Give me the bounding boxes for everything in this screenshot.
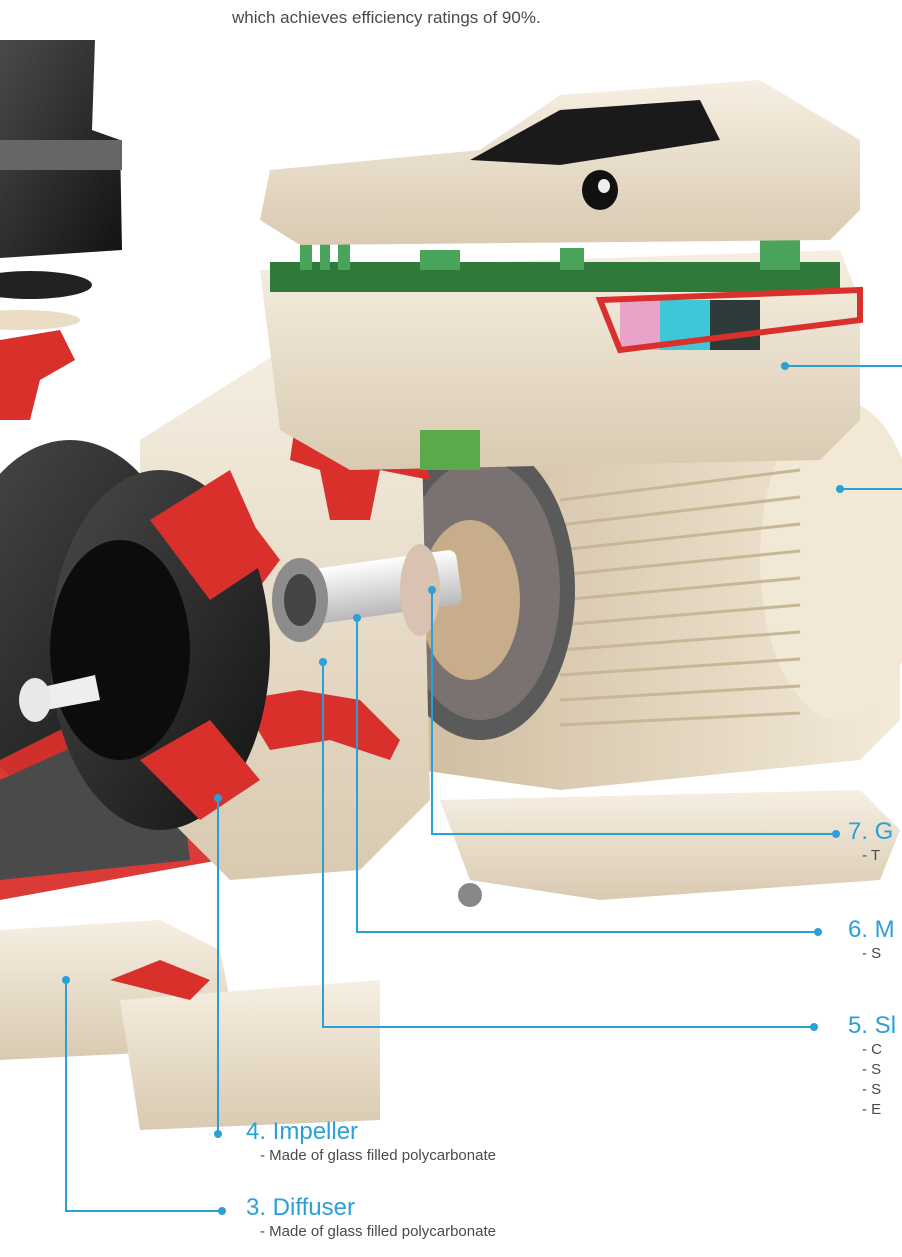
callout-7-note: - T [862, 847, 881, 864]
callout-7: 7. G - T [848, 818, 893, 866]
leader-dots [62, 362, 844, 1215]
callout-4: 4. Impeller - Made of glass filled polyc… [246, 1118, 496, 1166]
callout-7-title: 7. G [848, 818, 894, 845]
callout-5-note-1: - C [862, 1041, 882, 1058]
callout-4-title: 4. Impeller [246, 1118, 359, 1145]
shaft-and-seal [19, 544, 462, 722]
callout-6-title: 6. M [848, 916, 895, 943]
callout-3-title: 3. Diffuser [246, 1194, 355, 1221]
callout-3-note: - Made of glass filled polycarbonate [260, 1223, 496, 1240]
leader-line-3 [65, 980, 222, 1212]
top-left-cap [0, 40, 122, 330]
impeller-shape [50, 470, 270, 830]
leader-line-5 [322, 662, 814, 1028]
callout-6: 6. M - S [848, 916, 895, 964]
leader-lines [65, 365, 902, 1212]
callout-5-title: 5. Sl [848, 1012, 897, 1039]
callout-5-note-4: - E [862, 1101, 882, 1118]
callout-5-note-2: - S [862, 1061, 882, 1078]
top-cover [260, 80, 860, 245]
control-box [260, 232, 863, 470]
callout-6-note: - S [862, 945, 882, 962]
left-cutaway-fragment [0, 330, 75, 420]
leader-line-7 [431, 590, 836, 835]
callout-3: 3. Diffuser - Made of glass filled polyc… [246, 1194, 496, 1242]
callout-5: 5. Sl - C - S - S - E [848, 1012, 896, 1120]
leader-line-6 [356, 618, 818, 933]
callout-5-note-3: - S [862, 1081, 882, 1098]
motor-foot [440, 790, 900, 900]
foot-bolt [458, 883, 482, 907]
intro-text: which achieves efficiency ratings of 90%… [232, 8, 541, 27]
callout-4-note: - Made of glass filled polycarbonate [260, 1147, 496, 1164]
